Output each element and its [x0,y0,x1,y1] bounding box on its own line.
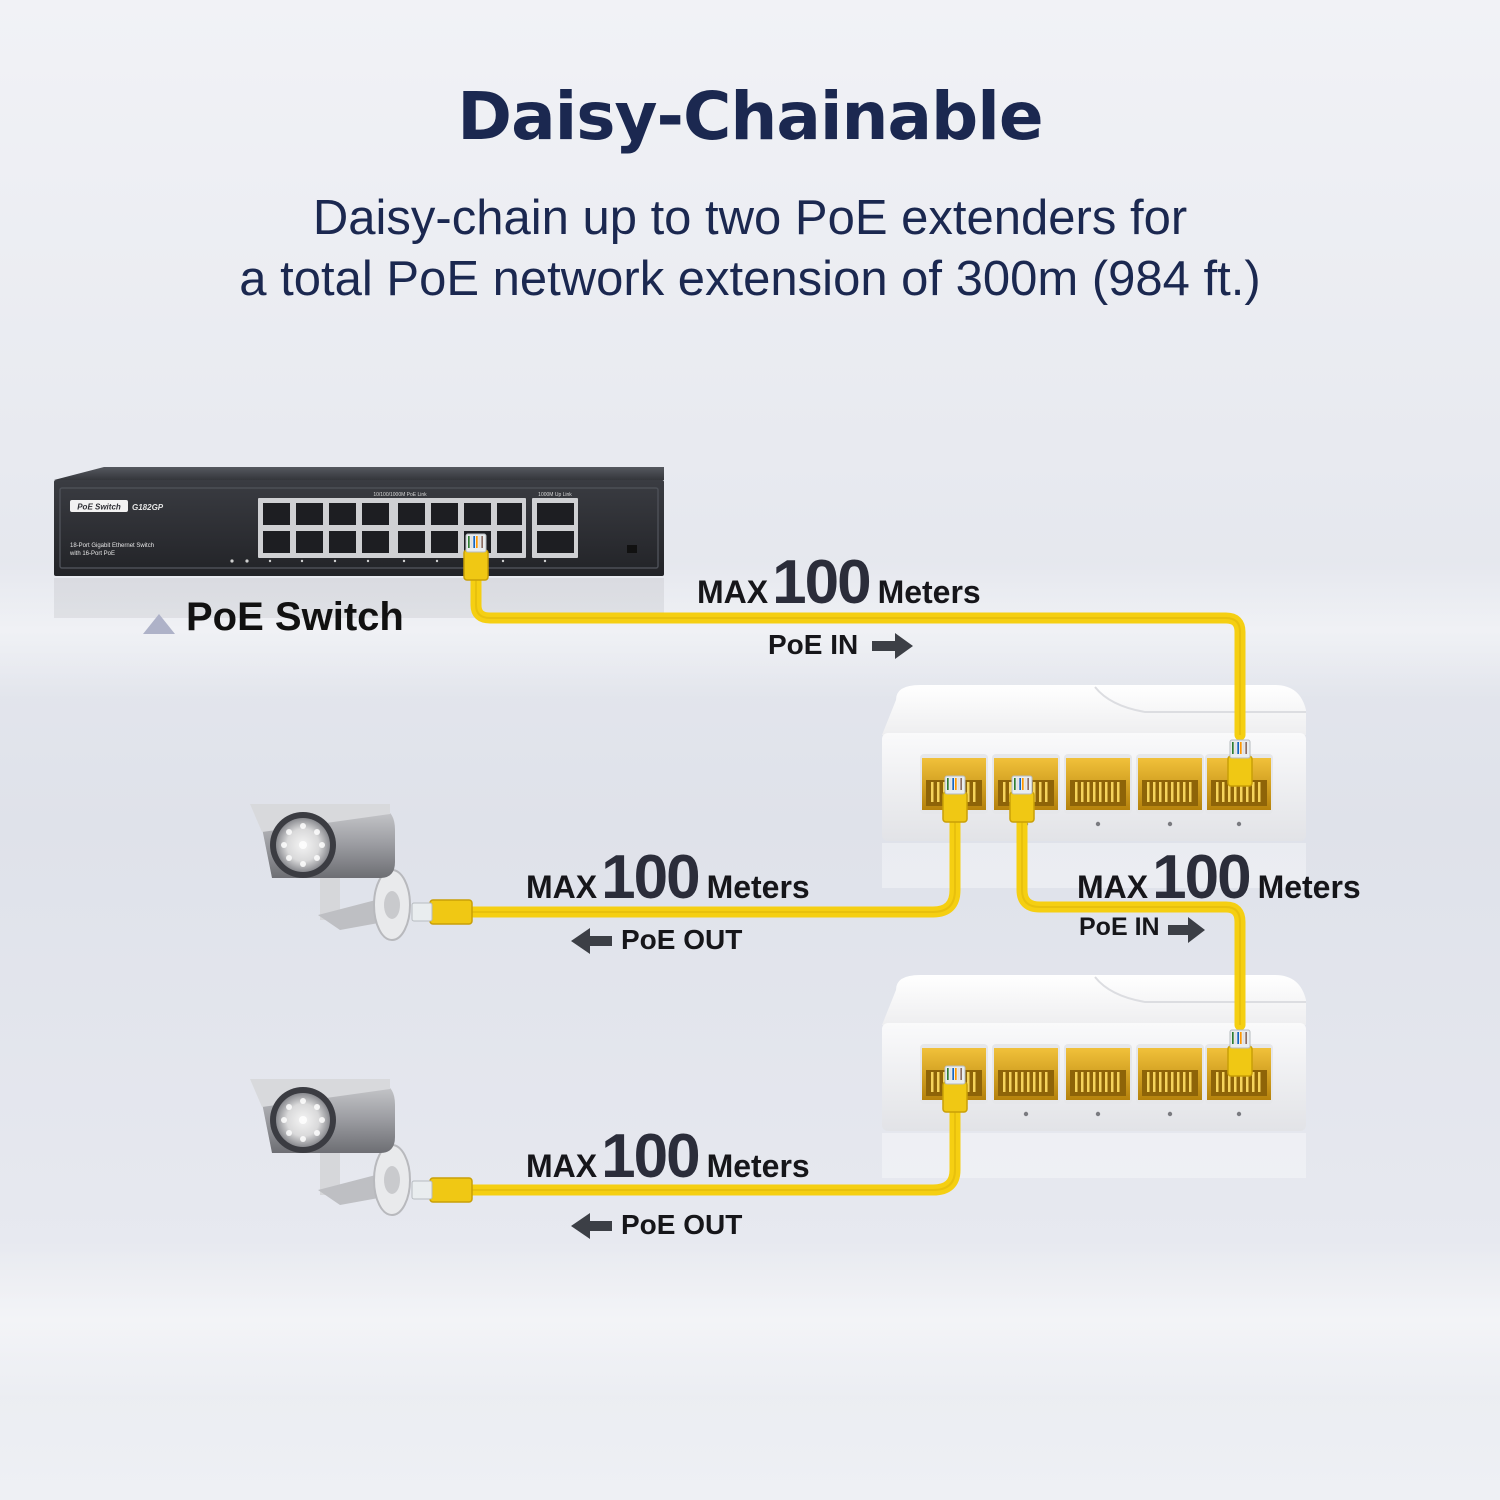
poe-in-label-2: PoE IN [1079,913,1160,941]
port-led [1095,821,1101,827]
rj45-plug [1009,775,1035,823]
reset-button-shape [627,545,637,553]
poe-in-label-1: PoE IN [768,629,859,660]
max-word: MAX [526,1148,598,1184]
port-led [1167,1111,1173,1117]
port-led [1236,821,1242,827]
switch-caption: PoE Switch [186,595,404,639]
max-number: 100 [601,843,700,912]
ip-camera-1 [250,804,411,941]
light-band [0,560,1500,700]
rj45-port [1064,1044,1132,1117]
switch-desc-1: 18-Port Gigabit Ethernet Switch [70,543,154,549]
max-number: 100 [1152,843,1251,912]
switch-ports-label: 10/100/1000M PoE Link [373,492,427,498]
triangle-marker-icon [143,614,175,634]
rj45-port [1136,754,1204,827]
rj45-plug [1227,1029,1253,1077]
switch-model: G182GP [132,503,164,512]
max-unit: Meters [877,574,981,610]
rj45-plug [411,899,473,925]
max-distance-label-1: MAX 100 Meters [697,547,981,618]
max-word: MAX [1077,869,1149,905]
arrow-left-icon [571,1213,612,1239]
max-word: MAX [526,869,598,905]
subtitle-line-2: a total PoE network extension of 300m (9… [239,252,1261,306]
max-distance-label-4: MAX 100 Meters [526,1121,810,1192]
direction-arrows [571,633,1205,1239]
ip-camera-2 [250,1079,411,1216]
port-led [1095,1111,1101,1117]
port-led [1167,821,1173,827]
max-unit: Meters [1257,869,1361,905]
poe-out-label-1: PoE OUT [621,924,743,955]
max-distance-label-2: MAX 100 Meters [526,842,810,913]
page-title: Daisy-Chainable [457,78,1043,155]
port-led [1023,1111,1029,1117]
max-word: MAX [697,574,769,610]
arrow-left-icon [571,928,612,954]
poe-out-label-2: PoE OUT [621,1209,743,1240]
rj45-plug [942,1065,968,1113]
switch-desc-2: with 16-Port PoE [69,551,115,557]
rj45-port [1136,1044,1204,1117]
rj45-plug [463,533,489,581]
rj45-plug [1227,739,1253,787]
poe-switch: PoE Switch G182GP 18-Port Gigabit Ethern… [54,467,664,618]
page-subtitle: Daisy-chain up to two PoE extenders for … [0,188,1500,310]
max-unit: Meters [706,869,810,905]
port-led [1236,1111,1242,1117]
rj45-plugs [411,533,1253,1203]
switch-badge [70,500,128,512]
rj45-port [992,1044,1060,1117]
rj45-plug [942,775,968,823]
max-number: 100 [772,548,871,617]
arrow-right-icon [872,633,913,659]
rj45-plug [411,1177,473,1203]
arrow-right-icon [1168,917,1205,943]
subtitle-line-1: Daisy-chain up to two PoE extenders for [312,191,1188,245]
rj45-port [1064,754,1132,827]
max-unit: Meters [706,1148,810,1184]
switch-uplink-label: 1000M Up Link [538,492,572,498]
max-number: 100 [601,1122,700,1191]
switch-badge-text: PoE Switch [77,503,121,512]
poe-extender-1 [882,685,1306,888]
max-distance-label-3: MAX 100 Meters [1077,842,1361,913]
light-band [0,1240,1500,1400]
